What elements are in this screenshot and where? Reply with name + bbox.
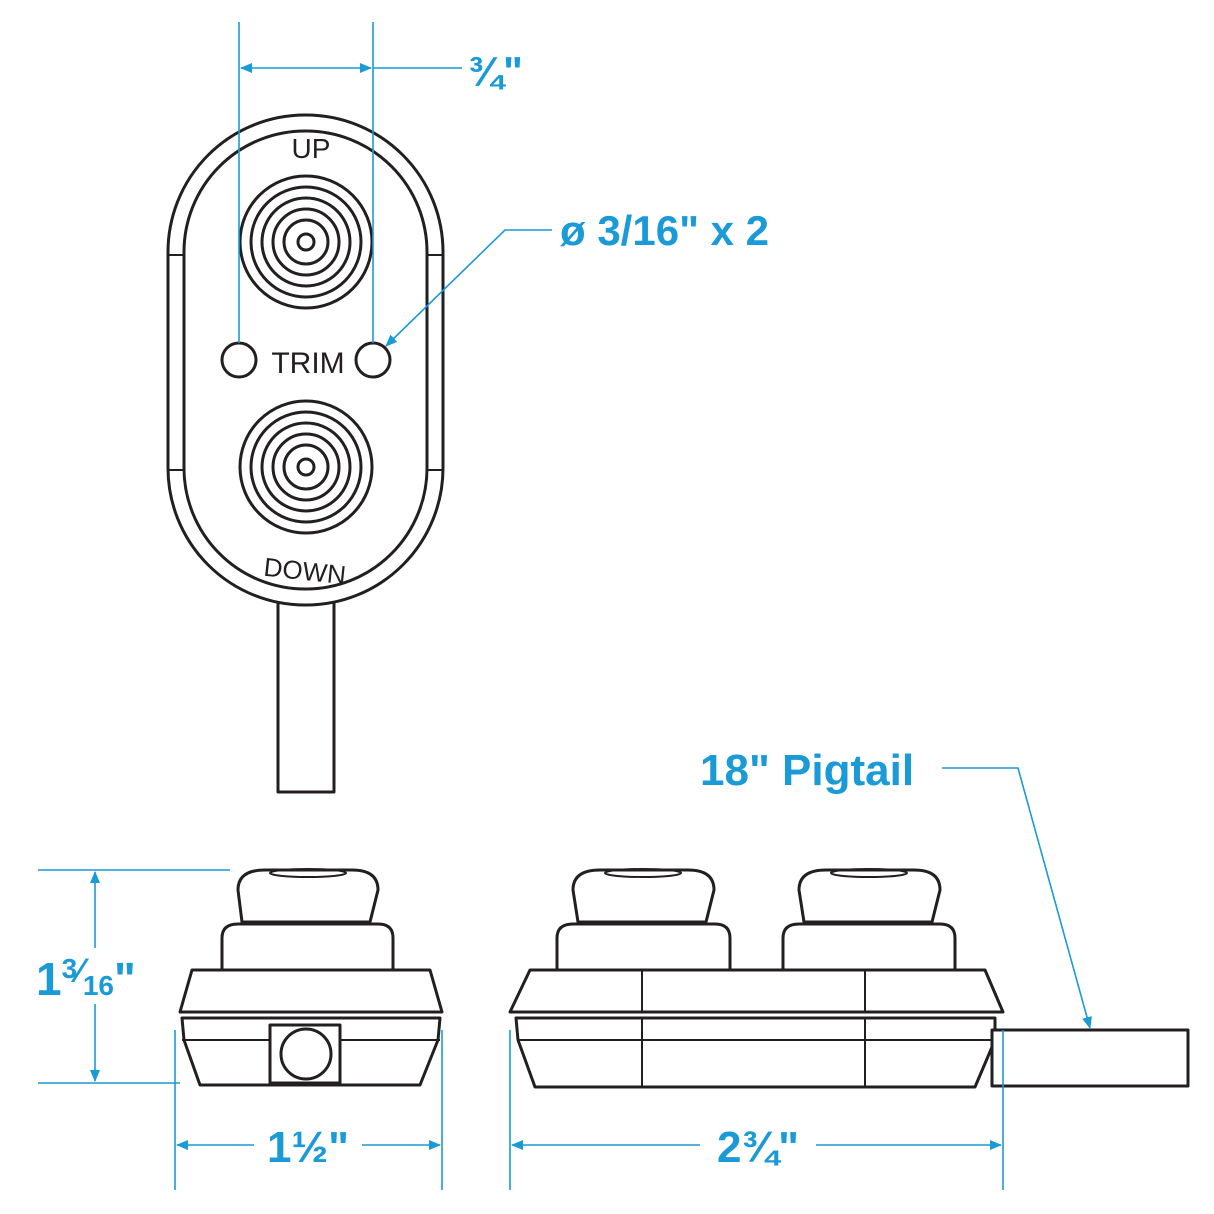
mount-hole-left xyxy=(220,341,258,379)
up-button[interactable] xyxy=(238,174,374,310)
top-view: UP TRIM DOWN xyxy=(166,113,445,794)
pigtail-cable-side xyxy=(990,1028,1190,1088)
pigtail-cable-top xyxy=(276,596,336,794)
pigtail-label: 18" Pigtail xyxy=(700,746,914,795)
length-label: 2¾" xyxy=(717,1123,799,1172)
switch-panel-inner xyxy=(182,129,429,591)
button-spacing-label: ¾" xyxy=(468,48,523,95)
end-side-view xyxy=(178,868,444,1087)
height-dimension: 13⁄16" xyxy=(30,869,230,1084)
height-label: 13⁄16" xyxy=(36,952,136,1005)
width-label: 1½" xyxy=(267,1123,349,1172)
down-button[interactable] xyxy=(238,399,374,535)
trim-label: TRIM xyxy=(271,347,344,380)
switch-housing-outer xyxy=(166,113,445,607)
hole-diameter-label: ø 3/16" x 2 xyxy=(560,207,769,254)
mount-hole-right xyxy=(354,341,392,379)
button-spacing-dimension: ¾" xyxy=(238,22,523,343)
length-dimension: 2¾" xyxy=(509,1030,1004,1190)
up-label: UP xyxy=(292,133,331,164)
hole-diameter-callout: ø 3/16" x 2 xyxy=(385,207,769,347)
width-dimension: 1½" xyxy=(174,1030,443,1190)
long-side-view xyxy=(508,868,1190,1089)
pigtail-callout: 18" Pigtail xyxy=(700,746,1092,1029)
